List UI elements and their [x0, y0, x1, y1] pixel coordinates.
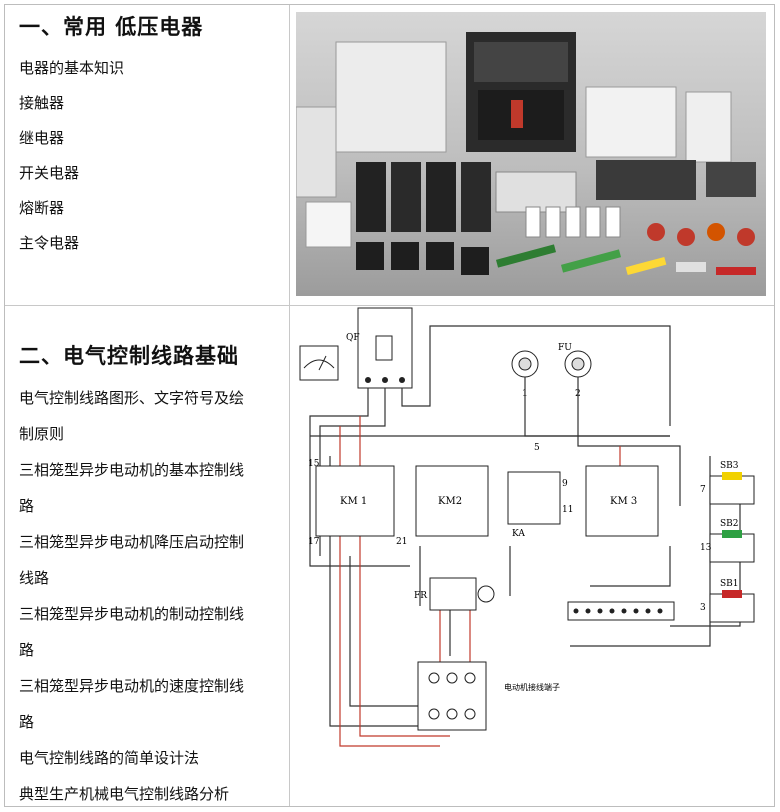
list-item: 主令电器: [19, 234, 80, 252]
list-item: 电气控制线路的简单设计法: [19, 749, 200, 767]
contactor-km2: [415, 465, 489, 537]
section1-title: 一、常用 低压电器: [19, 15, 204, 39]
relay-ka: [507, 471, 561, 525]
list-item: 路: [19, 641, 35, 659]
list-item: 电气控制线路图形、文字符号及绘: [19, 389, 245, 407]
label-15: 15: [308, 459, 320, 469]
devices-illustration: [296, 32, 756, 276]
list-item: 典型生产机械电气控制线路分析: [19, 785, 230, 803]
button-sb1: [709, 593, 755, 623]
table-frame: 一、常用 低压电器 电器的基本知识 接触器 继电器 开关电器 熔断器 主令电器: [4, 4, 775, 807]
label-qf: QF: [346, 333, 360, 343]
section1-text: 一、常用 低压电器 电器的基本知识 接触器 继电器 开关电器 熔断器 主令电器: [5, 5, 289, 305]
label-km3: KM 3: [610, 496, 637, 507]
label-17: 17: [308, 537, 320, 547]
label-sb3: SB3: [720, 461, 739, 471]
label-sb1: SB1: [720, 579, 739, 589]
list-item: 三相笼型异步电动机降压启动控制: [19, 533, 245, 551]
section2-title: 二、电气控制线路基础: [19, 344, 239, 368]
button-sb2: [709, 533, 755, 563]
motor-terminal-block: [417, 661, 487, 731]
low-voltage-devices-photo: [296, 12, 766, 296]
contactor-km3: [585, 465, 659, 537]
list-item: 三相笼型异步电动机的制动控制线: [19, 605, 245, 623]
label-sb2: SB2: [720, 519, 739, 529]
ammeter-icon: [299, 345, 339, 381]
row-divider: [5, 305, 774, 306]
contactor-km1: [315, 465, 395, 537]
column-divider: [289, 5, 290, 806]
label-fu: FU: [558, 343, 572, 353]
label-km1: KM 1: [340, 496, 367, 507]
list-item: 制原则: [19, 425, 65, 443]
label-7: 7: [700, 485, 706, 495]
label-11: 11: [562, 505, 573, 515]
list-item: 继电器: [19, 129, 65, 147]
label-fr: FR: [414, 591, 427, 601]
list-item: 三相笼型异步电动机的基本控制线: [19, 461, 245, 479]
label-motor-terminal: 电动机接线端子: [504, 682, 560, 692]
section2-image-cell: QF FU 1 2: [290, 306, 776, 808]
label-ka: KA: [512, 529, 525, 539]
list-item: 电器的基本知识: [19, 59, 125, 77]
list-item: 线路: [19, 569, 50, 587]
list-item: 开关电器: [19, 164, 80, 182]
thermal-relay-fr: [429, 577, 477, 611]
label-21: 21: [396, 537, 407, 547]
label-9: 9: [562, 479, 568, 489]
section2-text: 二、电气控制线路基础 电气控制线路图形、文字符号及绘 制原则 三相笼型异步电动机…: [5, 306, 289, 808]
list-item: 三相笼型异步电动机的速度控制线: [19, 677, 245, 695]
label-3: 3: [700, 603, 706, 613]
list-item: 接触器: [19, 94, 65, 112]
wiring-diagram: QF FU 1 2: [299, 307, 755, 747]
label-km2: KM2: [438, 496, 462, 507]
list-item: 路: [19, 713, 35, 731]
section1-image-cell: [290, 5, 776, 305]
label-13: 13: [700, 543, 712, 553]
terminal-strip: [567, 601, 675, 621]
list-item: 熔断器: [19, 199, 65, 217]
button-sb3: [709, 475, 755, 505]
label-5: 5: [534, 443, 540, 453]
list-item: 路: [19, 497, 35, 515]
